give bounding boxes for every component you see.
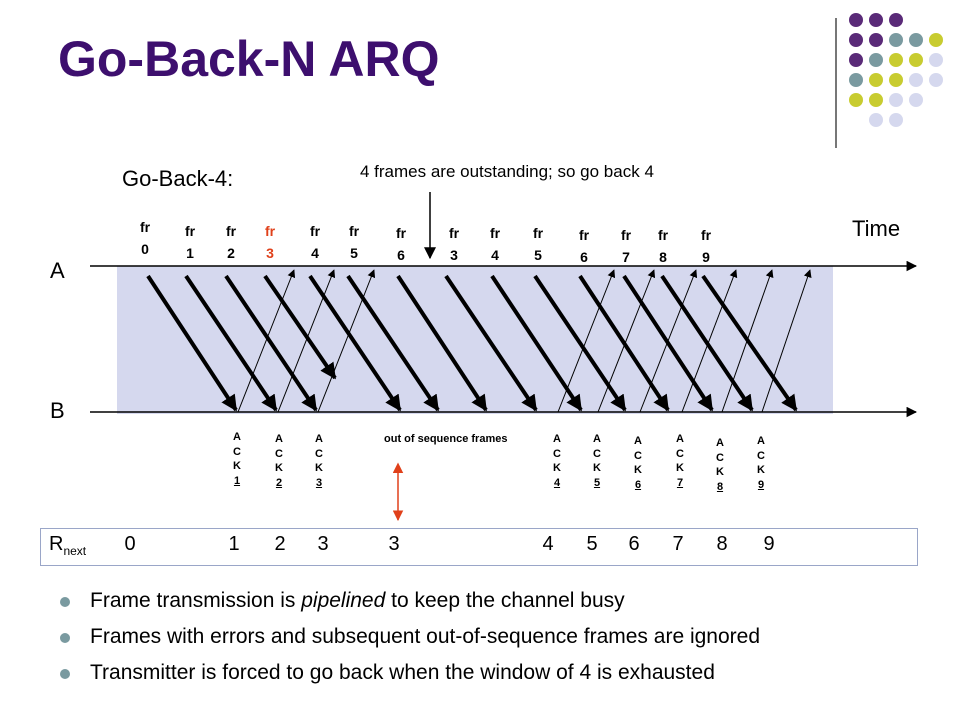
frame-label: fr 2: [225, 223, 237, 261]
decorative-dot: [929, 53, 943, 67]
rnext-value: 1: [228, 533, 240, 555]
decorative-dot: [889, 73, 903, 87]
decorative-dot: [849, 73, 863, 87]
decorative-dot: [929, 33, 943, 47]
bullet-item: Frame transmission is pipelined to keep …: [60, 586, 760, 622]
bullet-list: Frame transmission is pipelined to keep …: [60, 586, 760, 694]
rnext-value: 7: [672, 533, 684, 555]
decorative-dot: [889, 53, 903, 67]
station-b-label: B: [50, 398, 65, 423]
decorative-dot: [869, 33, 883, 47]
decorative-dot: [889, 13, 903, 27]
ack-arrow: [639, 269, 698, 413]
frame-label: fr 9: [700, 227, 712, 265]
frame-label: fr 1: [184, 223, 196, 261]
rnext-row: [40, 528, 918, 566]
frame-arrow: [622, 274, 714, 412]
rnext-value: 9: [763, 533, 775, 555]
frame-label: fr 5: [348, 223, 360, 261]
ack-arrow: [237, 269, 296, 413]
decorative-dot: [869, 93, 883, 107]
frame-label: fr 3: [448, 225, 460, 263]
frame-arrow: [578, 274, 670, 412]
decorative-dot: [889, 113, 903, 127]
ack-arrow: [557, 269, 616, 413]
rnext-value: 8: [716, 533, 728, 555]
out-of-sequence-label: out of sequence frames: [384, 433, 508, 445]
frame-arrow: [533, 274, 627, 412]
go-back-note: 4 frames are outstanding; so go back 4: [360, 162, 654, 181]
ack-arrow: [681, 269, 738, 413]
frame-arrow: [444, 274, 538, 412]
title-divider: [835, 18, 837, 148]
decorative-dot: [849, 13, 863, 27]
bullet-dot-icon: [60, 669, 70, 679]
rnext-value: 5: [586, 533, 598, 555]
protocol-subtitle: Go-Back-4:: [122, 166, 234, 191]
bullet-dot-icon: [60, 633, 70, 643]
page-title: Go-Back-N ARQ: [58, 31, 440, 87]
frame-arrow: [146, 274, 238, 412]
decorative-dot: [849, 33, 863, 47]
frame-label: fr 0: [139, 219, 151, 257]
decorative-dot: [909, 73, 923, 87]
decorative-dot: [909, 93, 923, 107]
bullet-item: Frames with errors and subsequent out-of…: [60, 622, 760, 658]
frame-label: fr 6: [395, 225, 407, 263]
frame-arrow: [660, 274, 754, 412]
decorative-dot: [889, 33, 903, 47]
decorative-dot: [869, 53, 883, 67]
decorative-dot: [849, 53, 863, 67]
station-a-label: A: [50, 258, 65, 283]
frame-label: fr 4: [489, 225, 501, 263]
decorative-dot: [849, 93, 863, 107]
decorative-dot: [869, 73, 883, 87]
ack-arrow: [597, 269, 656, 413]
frame-label: fr 7: [620, 227, 632, 265]
rnext-label: Rnext: [49, 533, 87, 558]
rnext-value: 2: [274, 533, 286, 555]
frame-label: fr 3: [264, 223, 276, 261]
bullet-dot-icon: [60, 597, 70, 607]
frame-label: fr 8: [657, 227, 669, 265]
decorative-dot: [929, 73, 943, 87]
frame-arrow: [396, 274, 488, 412]
decorative-dot: [909, 33, 923, 47]
decorative-dot: [909, 53, 923, 67]
frame-arrow: [490, 274, 583, 412]
frame-label: fr 6: [578, 227, 590, 265]
decorative-dot: [869, 113, 883, 127]
frame-label: fr 5: [532, 225, 544, 263]
rnext-value: 3: [388, 533, 400, 555]
frame-arrow: [263, 274, 337, 380]
frame-arrow: [701, 274, 798, 412]
ack-arrow: [277, 269, 336, 413]
time-axis-label: Time: [852, 216, 901, 241]
decorative-dot-grid: [849, 13, 943, 127]
rnext-value: 4: [542, 533, 554, 555]
rnext-value: 3: [317, 533, 329, 555]
ack-arrow: [761, 269, 812, 413]
rnext-value: 6: [628, 533, 640, 555]
decorative-dot: [889, 93, 903, 107]
frame-arrow: [184, 274, 278, 412]
frame-label: fr 4: [309, 223, 321, 261]
rnext-value: 0: [124, 533, 136, 555]
ack-arrow: [721, 269, 774, 413]
bullet-item: Transmitter is forced to go back when th…: [60, 658, 760, 694]
ack-arrow: [317, 269, 376, 413]
frame-arrow: [224, 274, 318, 412]
frame-arrow: [308, 274, 402, 412]
decorative-dot: [869, 13, 883, 27]
